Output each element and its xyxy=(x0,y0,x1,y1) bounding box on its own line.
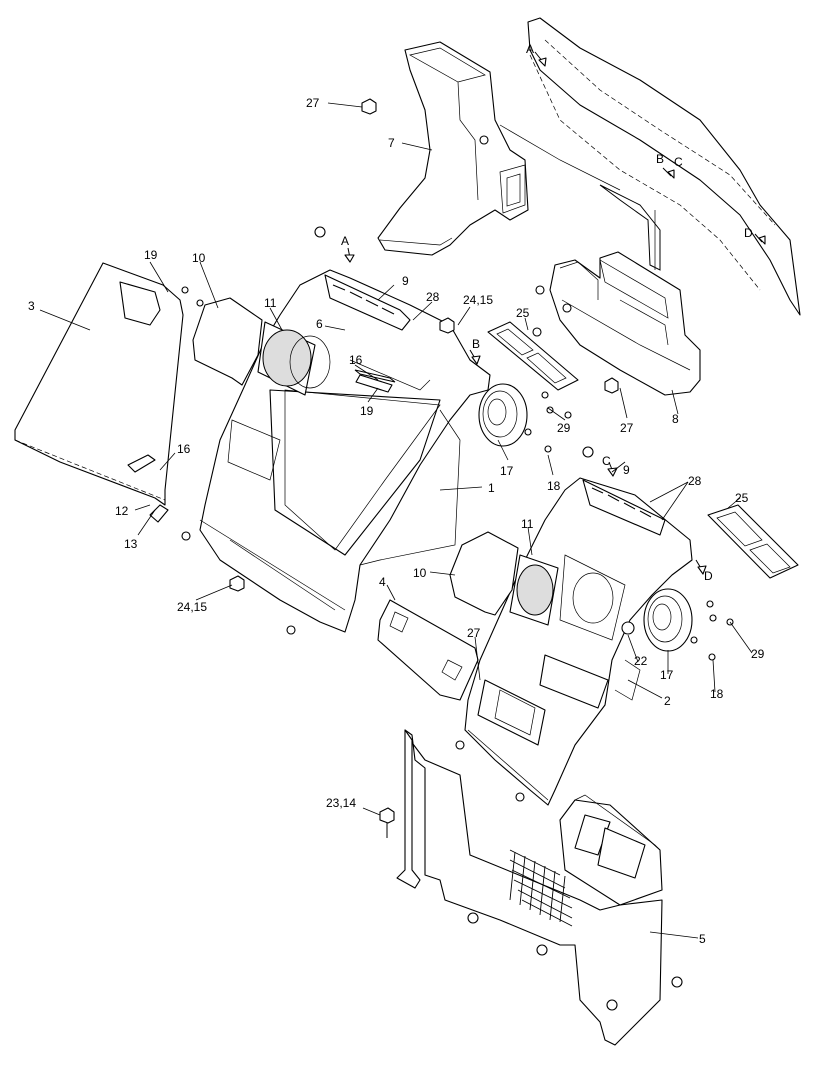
callout-2: 2 xyxy=(664,694,671,708)
callout-16b: 16 xyxy=(177,442,191,456)
callout-11a: 11 xyxy=(264,296,277,310)
callout-19a: 19 xyxy=(144,248,158,262)
callout-13: 13 xyxy=(124,537,138,551)
vent-grid xyxy=(509,849,573,927)
cover-4 xyxy=(377,599,479,701)
bolt-23-14 xyxy=(379,807,395,838)
fasteners xyxy=(127,98,734,1011)
callout-2314: 23,14 xyxy=(326,796,356,810)
callout-17a: 17 xyxy=(500,464,514,478)
callout-9a: 9 xyxy=(402,274,409,288)
callout-10b: 10 xyxy=(413,566,427,580)
panel-3 xyxy=(14,262,184,506)
callout-10a: 10 xyxy=(192,251,206,265)
callout-4: 4 xyxy=(379,575,386,589)
callout-17b: 17 xyxy=(660,668,674,682)
callout-27c: 27 xyxy=(467,626,481,640)
callout-B2: B xyxy=(472,337,480,351)
callout-9b: 9 xyxy=(623,463,630,477)
callout-19b: 19 xyxy=(360,404,374,418)
callout-18a: 18 xyxy=(547,479,561,493)
callout-A2: A xyxy=(341,234,349,248)
callout-D1: D xyxy=(744,226,753,240)
callout-29a: 29 xyxy=(557,421,571,435)
pad-10-upper xyxy=(192,297,263,386)
duct-8 xyxy=(549,251,701,396)
callout-B1: B xyxy=(656,152,664,166)
callout-D2: D xyxy=(704,569,713,583)
callout-labels: 27 7 A B C D 19 10 3 A 9 28 24,15 25 11 … xyxy=(28,42,765,946)
callout-25a: 25 xyxy=(516,306,530,320)
rear-panel-bracket xyxy=(499,17,801,316)
callout-C1: C xyxy=(674,155,683,169)
callout-1: 1 xyxy=(488,481,495,495)
callout-12: 12 xyxy=(115,504,129,518)
grille-25-lower xyxy=(707,504,799,579)
callout-27a: 27 xyxy=(306,96,320,110)
callout-18b: 18 xyxy=(710,687,724,701)
speaker-17-upper xyxy=(478,383,528,447)
callout-16a: 16 xyxy=(349,353,363,367)
pad-10-lower xyxy=(449,531,519,616)
callout-6: 6 xyxy=(316,317,323,331)
callout-2415b: 24,15 xyxy=(177,600,207,614)
callout-8: 8 xyxy=(672,412,679,426)
grille-25-upper xyxy=(487,321,579,391)
callout-27b: 27 xyxy=(620,421,634,435)
callout-C2: C xyxy=(602,454,611,468)
bolt-27-top xyxy=(361,98,377,115)
bolt-27-mid xyxy=(604,377,619,394)
callout-25b: 25 xyxy=(735,491,749,505)
callout-3: 3 xyxy=(28,299,35,313)
callout-7: 7 xyxy=(388,136,395,150)
duct-7 xyxy=(377,41,529,256)
bolt-24-15a xyxy=(229,575,245,592)
speaker-17-lower xyxy=(643,588,693,652)
console-1 xyxy=(199,269,491,633)
reference-arrows xyxy=(344,51,766,575)
bolt-24-15b xyxy=(439,317,455,334)
console-2 xyxy=(464,477,693,806)
callout-22: 22 xyxy=(634,654,648,668)
callout-A1: A xyxy=(526,42,534,56)
callout-29b: 29 xyxy=(751,647,765,661)
callout-28b: 28 xyxy=(688,474,702,488)
callout-28a: 28 xyxy=(426,290,440,304)
callout-5: 5 xyxy=(699,932,706,946)
leader-lines xyxy=(39,102,753,939)
callout-2415a: 24,15 xyxy=(463,293,493,307)
panel-5 xyxy=(396,729,663,1046)
callout-11b: 11 xyxy=(521,517,534,531)
